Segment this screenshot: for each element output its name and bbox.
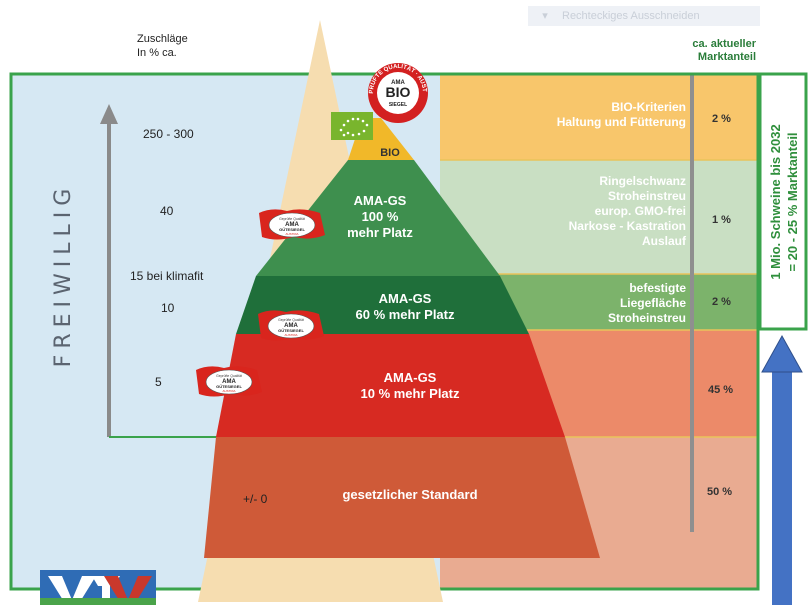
pyramid-ama100-line3: mehr Platz xyxy=(347,225,413,240)
surcharge-heading: Zuschläge In % ca. xyxy=(137,32,188,60)
side-note-line1: 1 Mio. Schweine bis 2032 xyxy=(768,124,783,279)
market-share-standard: 50 % xyxy=(707,486,733,498)
criteria-ama60: befestigte Liegefläche Stroheinstreu xyxy=(470,281,686,326)
cropping-hint-label: Rechteckiges Ausschneiden xyxy=(562,10,700,22)
pyramid-level-ama10 xyxy=(216,334,565,437)
market-share-heading-line2: Marktanteil xyxy=(697,51,756,63)
side-note-line2: = 20 - 25 % Marktanteil xyxy=(785,132,800,271)
criteria-ama100-line5: Auslauf xyxy=(641,234,686,248)
pyramid-ama100-line1: AMA-GS xyxy=(353,193,407,208)
surcharge-standard: +/- 0 xyxy=(243,492,268,506)
ama-seal-60-gueteseigel: GÜTESIEGEL xyxy=(278,328,304,333)
pyramid-ama100-label: AMA-GS 100 % mehr Platz xyxy=(330,193,430,241)
voluntary-label: FREIWILLIG xyxy=(51,183,76,368)
row-ama100 xyxy=(440,160,758,274)
ama-seal-60-ring: Geprüfte Qualität xyxy=(278,318,304,322)
pyramid-ama10-label: AMA-GS 10 % mehr Platz xyxy=(340,370,480,402)
pyramid-bio-label: BIO xyxy=(380,147,400,159)
market-share-ama100: 1 % xyxy=(712,214,731,226)
voluntary-label-text: FREIWILLIG xyxy=(51,183,76,368)
side-note-box xyxy=(758,72,808,331)
criteria-ama60-line1: befestigte xyxy=(629,281,686,295)
ama-seal-10-austria: AUSTRIA xyxy=(222,389,235,393)
cropping-hint-bar: ▾ Rechteckiges Ausschneiden xyxy=(528,6,760,26)
ama-seal-icon-10: Geprüfte Qualität AMA GÜTESIEGEL AUSTRIA xyxy=(196,366,262,397)
surcharge-ama60: 10 xyxy=(161,301,175,315)
surcharge-ama10: 5 xyxy=(155,375,162,389)
pyramid-ama100-line2: 100 % xyxy=(361,209,399,224)
eu-organic-leaf-icon xyxy=(331,112,373,140)
criteria-bio-line2: Haltung und Fütterung xyxy=(556,115,686,129)
blue-arrow-head xyxy=(761,334,803,373)
vtv-logo-text: VTV xyxy=(74,578,75,579)
criteria-ama60-line3: Stroheinstreu xyxy=(607,311,686,325)
side-note: 1 Mio. Schweine bis 2032 = 20 - 25 % Mar… xyxy=(768,124,800,279)
bio-seal-bio: BIO xyxy=(386,84,411,100)
surcharge-bio: 250 - 300 xyxy=(143,127,194,141)
surcharge-ama100: 40 xyxy=(160,204,174,218)
market-share-ama10: 45 % xyxy=(708,384,734,396)
criteria-ama100-line3: europ. GMO-frei xyxy=(594,204,686,218)
ama-seal-icon-60: Geprüfte Qualität AMA GÜTESIEGEL AUSTRIA xyxy=(258,310,324,341)
criteria-ama100: Ringelschwanz Stroheinstreu europ. GMO-f… xyxy=(470,174,686,249)
criteria-ama100-line4: Narkose - Kastration xyxy=(568,219,686,233)
pyramid-ama10-line2: 10 % mehr Platz xyxy=(360,386,460,401)
ama-seal-100-ama: AMA xyxy=(285,222,299,228)
criteria-bio: BIO-Kriterien Haltung und Fütterung xyxy=(470,100,686,130)
pyramid-ama10-line1: AMA-GS xyxy=(383,370,437,385)
ama-seal-100-gueteseigel: GÜTESIEGEL xyxy=(279,227,305,232)
ama-seal-60-ama: AMA xyxy=(284,323,298,329)
market-share-ama60: 2 % xyxy=(712,296,731,308)
voluntary-arrow-head xyxy=(100,104,118,124)
pyramid-ama60-label: AMA-GS 60 % mehr Platz xyxy=(330,291,480,323)
criteria-ama60-line2: Liegefläche xyxy=(619,296,686,310)
criteria-ama100-line1: Ringelschwanz xyxy=(599,174,686,188)
market-share-heading: ca. aktueller Marktanteil xyxy=(664,38,756,64)
surcharge-heading-line2: In % ca. xyxy=(137,47,177,59)
bio-seal-ama: AMA xyxy=(391,80,405,86)
ama-seal-icon-100: Geprüfte Qualität AMA GÜTESIEGEL AUSTRIA xyxy=(259,209,325,240)
pyramid-ama60-line2: 60 % mehr Platz xyxy=(355,307,455,322)
ama-seal-60-austria: AUSTRIA xyxy=(284,333,297,337)
vtv-logo xyxy=(40,570,156,605)
chevron-down-icon: ▾ xyxy=(542,10,548,22)
ama-seal-10-ring: Geprüfte Qualität xyxy=(216,374,242,378)
market-share-heading-line1: ca. aktueller xyxy=(692,38,756,50)
ama-seal-10-ama: AMA xyxy=(222,379,236,385)
row-bio xyxy=(440,74,758,160)
bio-seal-siegel: SIEGEL xyxy=(389,102,407,108)
market-share-bio: 2 % xyxy=(712,113,731,125)
surcharge-heading-line1: Zuschläge xyxy=(137,33,188,45)
pyramid-level-standard xyxy=(204,437,600,558)
blue-arrow-shaft xyxy=(772,370,792,605)
ama-seal-100-ring: Geprüfte Qualität xyxy=(279,217,305,221)
criteria-bio-line1: BIO-Kriterien xyxy=(611,100,686,114)
ama-seal-10-gueteseigel: GÜTESIEGEL xyxy=(216,384,242,389)
pyramid-ama60-line1: AMA-GS xyxy=(378,291,432,306)
pyramid-level-ama100 xyxy=(256,160,500,276)
surcharge-klimafit: 15 bei klimafit xyxy=(130,269,204,283)
criteria-ama100-line2: Stroheinstreu xyxy=(607,189,686,203)
pyramid-standard-label: gesetzlicher Standard xyxy=(342,487,478,502)
ama-seal-100-austria: AUSTRIA xyxy=(285,232,298,236)
